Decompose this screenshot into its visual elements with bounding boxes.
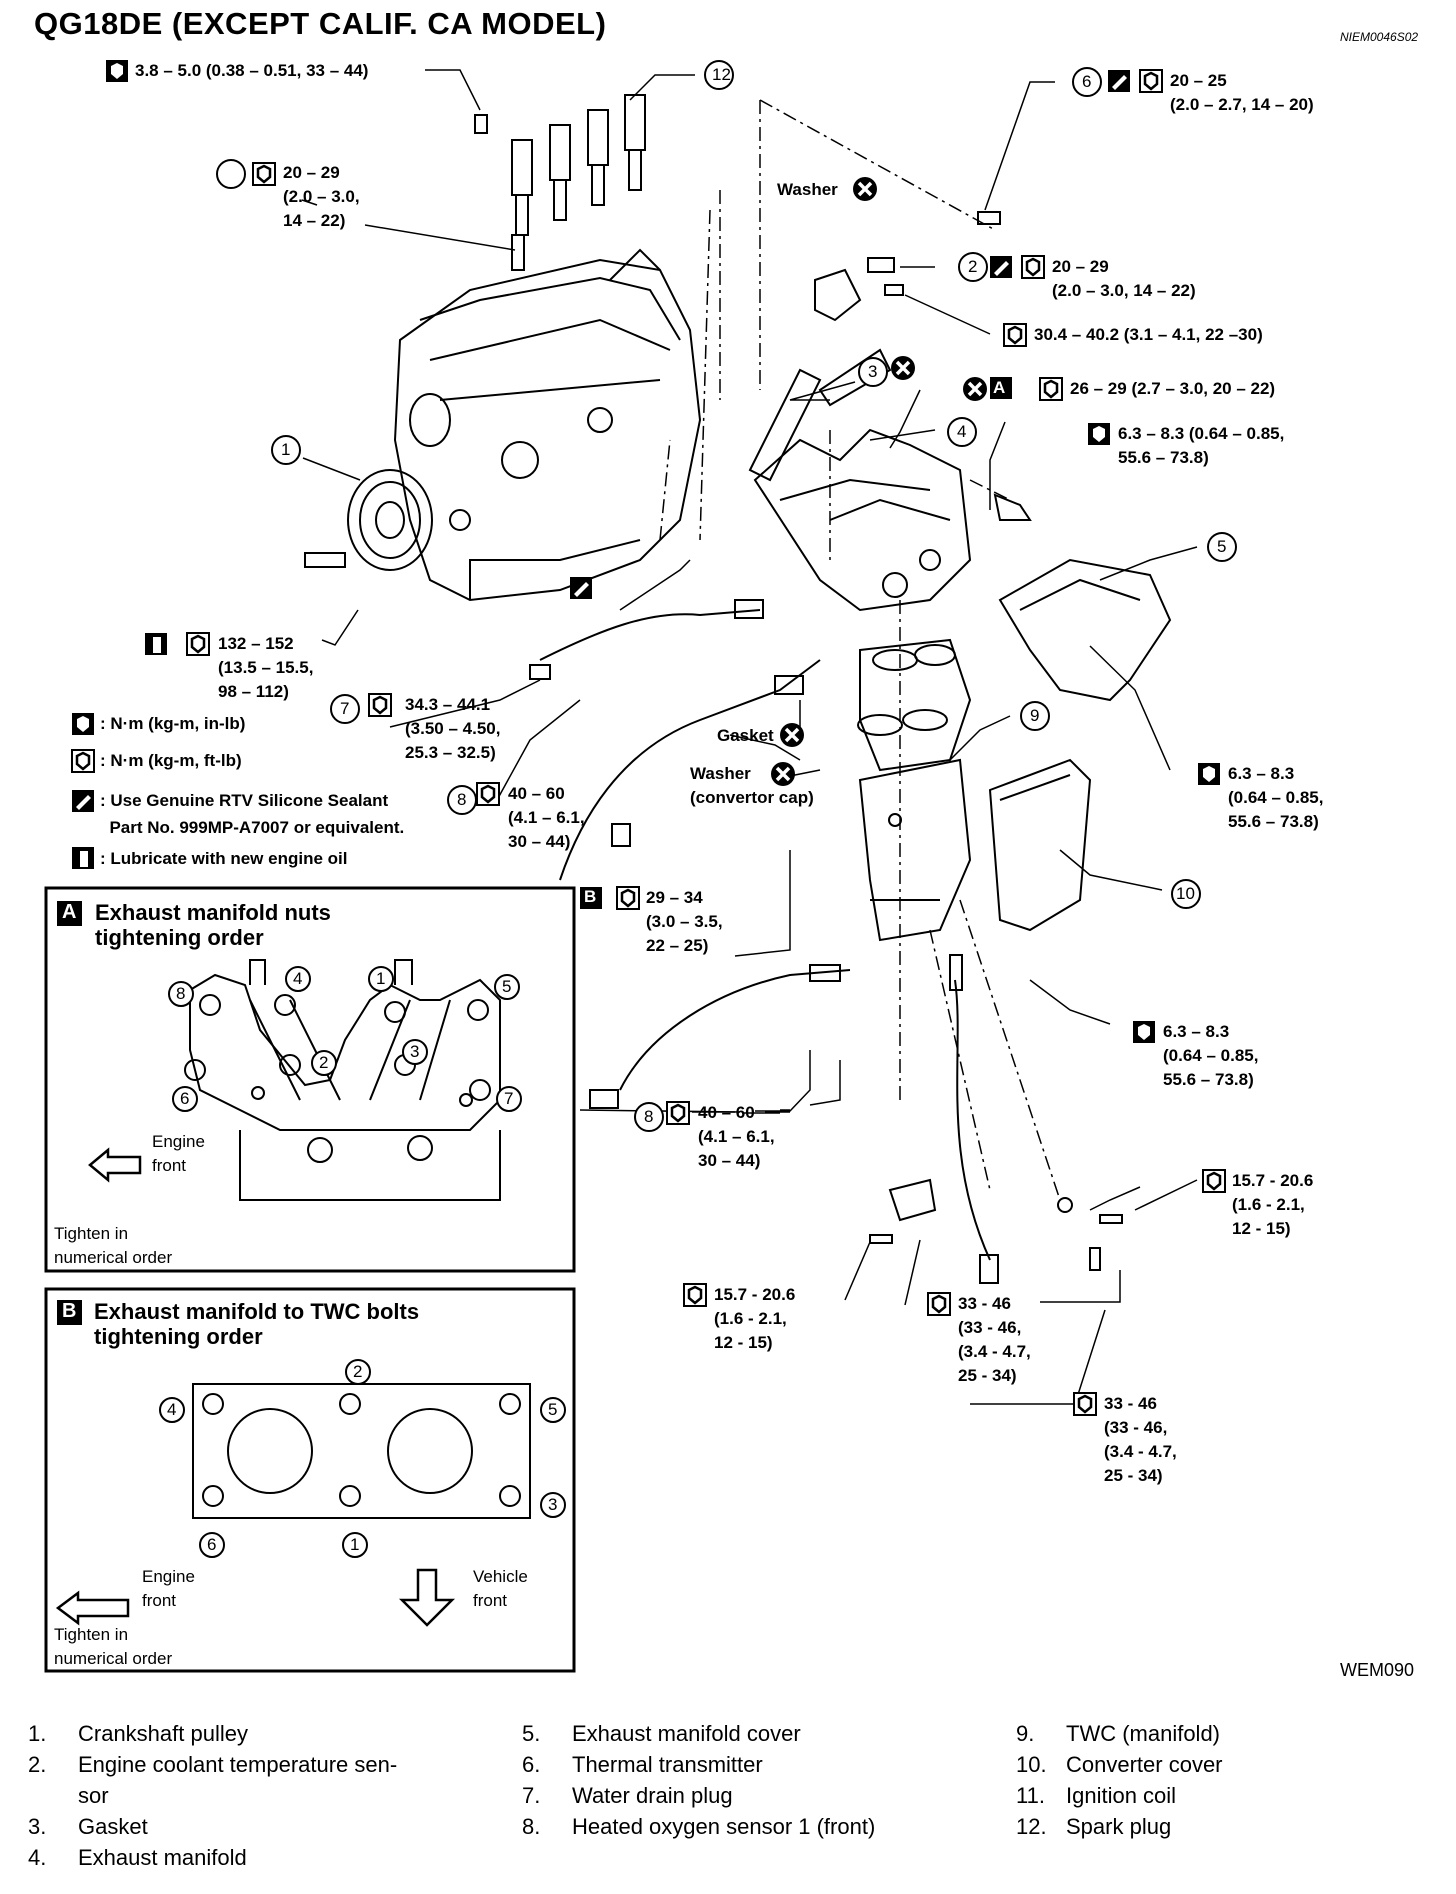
box-a-marker bbox=[990, 377, 1012, 399]
callout-7: 7 bbox=[340, 699, 350, 718]
callout-circles bbox=[159, 60, 1237, 1558]
list-item: 11.Ignition coil bbox=[1016, 1783, 1177, 1808]
parts-list-col-2: 5.Exhaust manifold cover 6.Thermal trans… bbox=[522, 1718, 942, 1842]
box-a-order-1: 1 bbox=[376, 969, 386, 988]
box-a-order-5: 5 bbox=[502, 977, 512, 996]
list-item: 2.Engine coolant temperature sen- sor bbox=[28, 1752, 398, 1808]
exhaust-manifold bbox=[748, 348, 972, 612]
box-a-order-4: 4 bbox=[293, 969, 303, 988]
torque-coolant-sensor: 20 – 29 (2.0 – 3.0, 14 – 22) bbox=[1052, 257, 1196, 300]
label-washer-top: Washer bbox=[777, 180, 838, 199]
callout-5: 5 bbox=[1217, 537, 1227, 556]
torque-bracket-right: 15.7 - 20.6 (1.6 - 2.1, 12 - 15) bbox=[1232, 1171, 1314, 1238]
torque-twc-bolts: 29 – 34 (3.0 – 3.5, 22 – 25) bbox=[646, 888, 723, 955]
lower-brackets bbox=[869, 1178, 1123, 1271]
box-b-order-2: 2 bbox=[353, 1362, 363, 1381]
torque-ho2s-lower: 40 – 60 (4.1 – 6.1, 30 – 44) bbox=[698, 1103, 775, 1170]
legend-sealant: : Use Genuine RTV Silicone Sealant Part … bbox=[100, 791, 405, 837]
parts-list-col-1: 1.Crankshaft pulley 2.Engine coolant tem… bbox=[28, 1718, 448, 1873]
label-washer-cap: Washer (convertor cap) bbox=[690, 764, 814, 807]
box-a-engine-front: Engine front bbox=[152, 1132, 205, 1175]
list-item: 12.Spark plug bbox=[1016, 1814, 1172, 1839]
callout-3: 3 bbox=[868, 362, 878, 381]
box-a-marker-letter: A bbox=[993, 378, 1006, 397]
callout-9: 9 bbox=[1030, 706, 1040, 725]
torque-cover-bolt-top: 6.3 – 8.3 (0.64 – 0.85, 55.6 – 73.8) bbox=[1118, 424, 1285, 467]
torque-coil-bolt: 3.8 – 5.0 (0.38 – 0.51, 33 – 44) bbox=[135, 61, 369, 80]
list-item: 5.Exhaust manifold cover bbox=[522, 1721, 801, 1746]
box-b-title: Exhaust manifold to TWC bolts tightening… bbox=[94, 1299, 420, 1349]
ignition-coils bbox=[474, 94, 646, 271]
list-item: 7.Water drain plug bbox=[522, 1783, 733, 1808]
list-item: 6.Thermal transmitter bbox=[522, 1752, 763, 1777]
twc-manifold bbox=[857, 638, 972, 942]
leader-lines bbox=[301, 69, 1198, 1405]
list-item: 1.Crankshaft pulley bbox=[28, 1721, 248, 1746]
crankshaft-pulley bbox=[304, 393, 451, 571]
box-a-order-2: 2 bbox=[319, 1053, 329, 1072]
callout-10: 10 bbox=[1176, 884, 1195, 903]
callout-1: 1 bbox=[281, 440, 291, 459]
torque-support-bolt-a: 33 - 46 (33 - 46, (3.4 - 4.7, 25 - 34) bbox=[958, 1294, 1031, 1385]
torque-bracket-bolt: 30.4 – 40.2 (3.1 – 4.1, 22 –30) bbox=[1034, 325, 1263, 344]
engine-block bbox=[393, 248, 702, 602]
ho2s-lower-wiring bbox=[589, 954, 999, 1284]
list-item: 4.Exhaust manifold bbox=[28, 1845, 247, 1870]
box-b-order-4: 4 bbox=[167, 1400, 177, 1419]
legend-ft-lb: : N·m (kg-m, ft-lb) bbox=[100, 751, 242, 770]
box-b-note: Tighten in numerical order bbox=[54, 1625, 173, 1668]
box-a-order-7: 7 bbox=[504, 1089, 514, 1108]
box-b-marker-letter: B bbox=[584, 887, 597, 906]
list-item: 8.Heated oxygen sensor 1 (front) bbox=[522, 1814, 876, 1839]
box-b-engine-front: Engine front bbox=[142, 1567, 195, 1610]
manifold-cover bbox=[998, 558, 1172, 702]
torque-bracket-left: 15.7 - 20.6 (1.6 - 2.1, 12 - 15) bbox=[714, 1285, 796, 1352]
box-b-letter: B bbox=[62, 1300, 77, 1322]
torque-ho2s-front: 40 – 60 (4.1 – 6.1, 30 – 44) bbox=[508, 784, 585, 851]
box-a-order-6: 6 bbox=[180, 1089, 190, 1108]
torque-drain-plug: 34.3 – 44.1 (3.50 – 4.50, 25.3 – 32.5) bbox=[405, 695, 501, 762]
box-a-letter: A bbox=[62, 901, 77, 923]
box-a-title: Exhaust manifold nuts tightening order bbox=[95, 900, 331, 950]
box-b-vehicle-front: Vehicle front bbox=[473, 1567, 528, 1610]
torque-cover-bolt-right: 6.3 – 8.3 (0.64 – 0.85, 55.6 – 73.8) bbox=[1228, 764, 1324, 831]
torque-support-bolt-b: 33 - 46 (33 - 46, (3.4 - 4.7, 25 - 34) bbox=[1104, 1394, 1177, 1485]
alignment-lines bbox=[659, 99, 1061, 1201]
figure-id: WEM090 bbox=[1340, 1660, 1415, 1680]
box-b-order-6: 6 bbox=[207, 1535, 217, 1554]
torque-spark-plug: 20 – 29 (2.0 – 3.0, 14 – 22) bbox=[283, 163, 360, 230]
torque-converter-cover-bolt: 6.3 – 8.3 (0.64 – 0.85, 55.6 – 73.8) bbox=[1163, 1022, 1259, 1089]
callout-8-upper: 8 bbox=[457, 790, 467, 809]
box-a-order-3: 3 bbox=[410, 1042, 420, 1061]
list-item: 3.Gasket bbox=[28, 1814, 148, 1839]
figure-code: NIEM0046S02 bbox=[1340, 30, 1419, 44]
callout-11: 12 bbox=[712, 65, 731, 84]
box-b-order-5: 5 bbox=[548, 1400, 558, 1419]
page-title: QG18DE (EXCEPT CALIF. CA MODEL) bbox=[34, 6, 607, 41]
callout-6: 6 bbox=[1082, 72, 1092, 91]
label-gasket: Gasket bbox=[717, 726, 774, 745]
converter-cover bbox=[988, 758, 1092, 932]
box-b-order-3: 3 bbox=[548, 1495, 558, 1514]
box-a-frame bbox=[44, 886, 576, 1273]
callout-8-lower: 8 bbox=[644, 1107, 654, 1126]
legend-in-lb: : N·m (kg-m, in-lb) bbox=[100, 714, 246, 733]
torque-manifold-nuts: 26 – 29 (2.7 – 3.0, 20 – 22) bbox=[1070, 379, 1276, 398]
list-item: 10.Converter cover bbox=[1016, 1752, 1223, 1777]
callout-2: 2 bbox=[968, 257, 978, 276]
box-b-marker bbox=[580, 887, 602, 909]
torque-thermal-transmitter: 20 – 25 (2.0 – 2.7, 14 – 20) bbox=[1170, 71, 1314, 114]
torque-pulley-bolt: 132 – 152 (13.5 – 15.5, 98 – 112) bbox=[218, 634, 314, 701]
box-b-order-1: 1 bbox=[350, 1535, 360, 1554]
box-a-order-8: 8 bbox=[176, 984, 186, 1003]
sensors-bracket bbox=[814, 211, 1032, 521]
callout-4: 4 bbox=[957, 422, 967, 441]
legend-lubricate: : Lubricate with new engine oil bbox=[100, 849, 348, 868]
ho2s-front-wiring bbox=[529, 599, 821, 881]
box-a-note: Tighten in numerical order bbox=[54, 1224, 173, 1267]
parts-list-col-3: 9.TWC (manifold) 10.Converter cover 11.I… bbox=[1016, 1718, 1436, 1842]
list-item: 9.TWC (manifold) bbox=[1016, 1721, 1221, 1746]
